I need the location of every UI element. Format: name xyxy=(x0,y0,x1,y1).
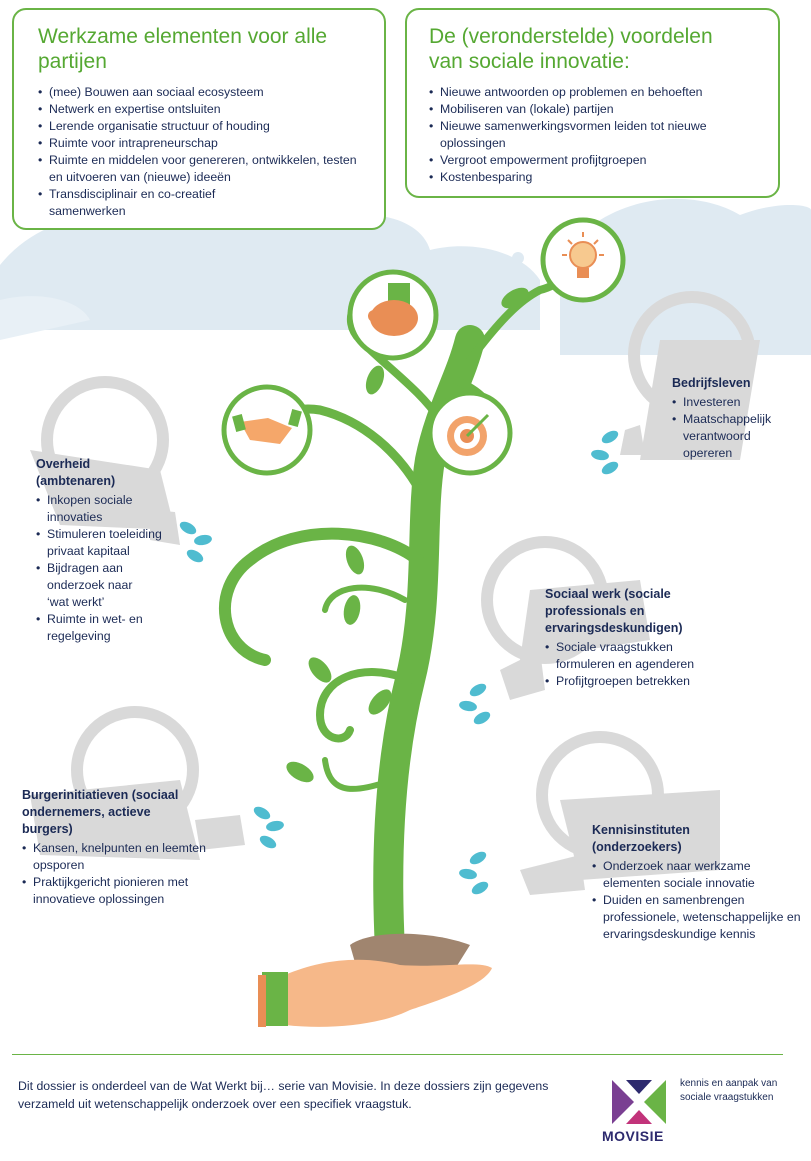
actor-title: Kennisinstituten (onderzoekers) xyxy=(592,823,690,854)
list-item: Nieuwe antwoorden op problemen en behoef… xyxy=(429,84,762,101)
leaves xyxy=(286,287,529,783)
list-item: Netwerk en expertise ontsluiten xyxy=(38,101,368,118)
actor-list: Sociale vraagstukken formuleren en agend… xyxy=(545,639,725,690)
list-item: Mobiliseren van (lokale) partijen xyxy=(429,101,762,118)
piggy-bank-icon xyxy=(347,269,439,361)
list-item: Duiden en samenbrengen professionele, we… xyxy=(592,892,811,943)
actor-burgerinitiatieven: Burgerinitiatieven (sociaal ondernemers,… xyxy=(22,787,222,908)
hand-icon xyxy=(258,933,492,1027)
list-item: (mee) Bouwen aan sociaal ecosysteem xyxy=(38,84,368,101)
footer-text: Dit dossier is onderdeel van de Wat Werk… xyxy=(18,1079,549,1111)
actor-title: Bedrijfsleven xyxy=(672,376,751,390)
actor-title: Burgerinitiatieven (sociaal ondernemers,… xyxy=(22,788,179,836)
actor-list: Inkopen sociale innovaties Stimuleren to… xyxy=(36,492,176,645)
water-drops xyxy=(179,430,619,895)
benefits-box-title: De (veronderstelde) voordelen van social… xyxy=(429,25,713,73)
benefits-list: Nieuwe antwoorden op problemen en behoef… xyxy=(429,84,762,186)
actor-overheid: Overheid (ambtenaren) Inkopen sociale in… xyxy=(36,456,176,645)
list-item: Profijtgroepen betrekken xyxy=(545,673,725,690)
list-item: Ruimte voor intrapreneurschap xyxy=(38,135,368,152)
actor-sociaal-werk: Sociaal werk (sociale professionals en e… xyxy=(545,586,725,690)
actor-list: Kansen, knelpunten en leemten opsporen P… xyxy=(22,840,222,908)
list-item: Nieuwe samenwerkingsvormen leiden tot ni… xyxy=(429,118,750,152)
lightbulb-icon xyxy=(540,217,626,303)
elements-box-title: Werkzame elementen voor alle partijen xyxy=(38,25,328,73)
actor-list: Investeren Maatschappelijk verantwoord o… xyxy=(672,394,802,462)
list-item: Praktijkgericht pionieren met innovatiev… xyxy=(22,874,233,908)
list-item: Lerende organisatie structuur of houding xyxy=(38,118,368,135)
list-item: Kansen, knelpunten en leemten opsporen xyxy=(22,840,233,874)
elements-list: (mee) Bouwen aan sociaal ecosysteem Netw… xyxy=(38,84,368,220)
list-item: Kostenbesparing xyxy=(429,169,762,186)
list-item: Sociale vraagstukken formuleren en agend… xyxy=(545,639,726,673)
handshake-icon xyxy=(221,384,313,476)
actor-kennisinstituten: Kennisinstituten (onderzoekers) Onderzoe… xyxy=(592,822,807,943)
movisie-logo-icon xyxy=(612,1080,666,1124)
footer-divider xyxy=(12,1054,783,1055)
list-item: Inkopen sociale innovaties xyxy=(36,492,157,526)
list-item: Onderzoek naar werkzame elementen social… xyxy=(592,858,783,892)
list-item: Transdisciplinair en co-creatief samenwe… xyxy=(38,186,249,220)
list-item: Investeren xyxy=(672,394,802,411)
brand-tagline: kennis en aanpak van sociale vraagstukke… xyxy=(680,1078,778,1103)
list-item: Ruimte in wet- en regelgeving xyxy=(36,611,167,645)
list-item: Bijdragen aan onderzoek naar ‘wat werkt’ xyxy=(36,560,157,611)
target-icon xyxy=(427,390,513,476)
list-item: Vergroot empowerment profijtgroepen xyxy=(429,152,762,169)
actor-title: Overheid (ambtenaren) xyxy=(36,457,116,488)
benefits-box: De (veronderstelde) voordelen van social… xyxy=(405,8,780,198)
actor-list: Onderzoek naar werkzame elementen social… xyxy=(592,858,807,943)
actor-title: Sociaal werk (sociale professionals en e… xyxy=(545,587,683,635)
list-item: Stimuleren toeleiding privaat kapitaal xyxy=(36,526,176,560)
list-item: Maatschappelijk verantwoord opereren xyxy=(672,411,802,462)
list-item: Ruimte en middelen voor genereren, ontwi… xyxy=(38,152,368,186)
elements-box: Werkzame elementen voor alle partijen (m… xyxy=(12,8,386,230)
actor-bedrijfsleven: Bedrijfsleven Investeren Maatschappelijk… xyxy=(672,375,802,462)
brand-name: MOVISIE xyxy=(602,1128,664,1144)
